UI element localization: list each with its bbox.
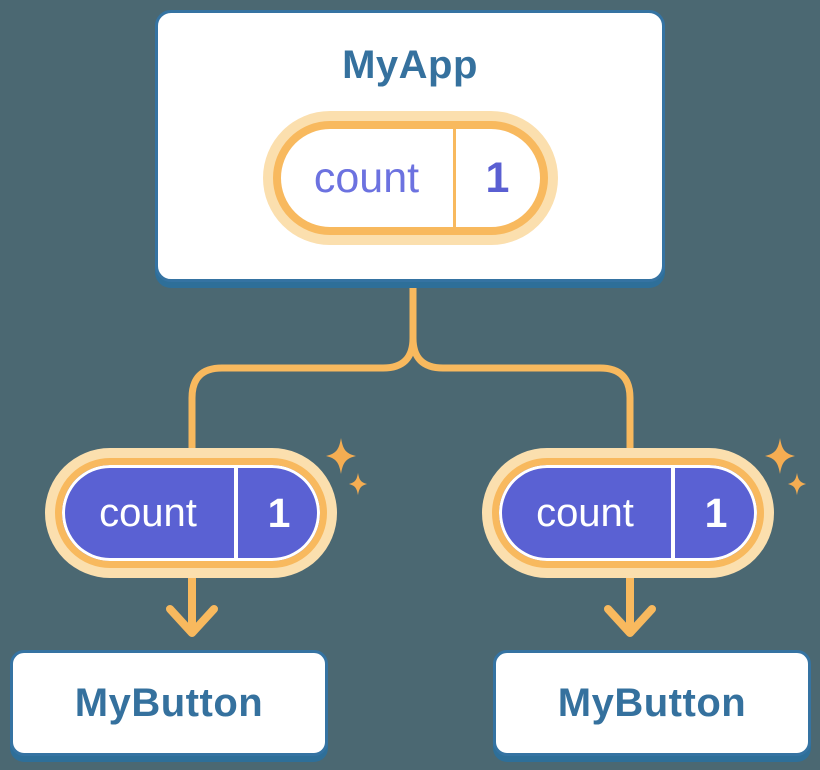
- component-node-mybutton-right: MyButton: [493, 650, 811, 756]
- state-pill-divider: [234, 465, 238, 561]
- component-node-mybutton-left: MyButton: [10, 650, 328, 756]
- sparkle-icon-right: [765, 438, 807, 496]
- state-pill-value-cell: 1: [456, 129, 540, 227]
- state-pill-label-cell: count: [499, 465, 671, 561]
- state-name: count: [99, 490, 197, 535]
- state-value: 1: [267, 489, 291, 536]
- state-pill-value-cell: 1: [675, 465, 757, 561]
- state-pill-left-child: count 1: [55, 458, 327, 568]
- component-title: MyButton: [74, 681, 264, 725]
- connector-branch-left: [188, 334, 417, 459]
- down-arrow-icon-left: [166, 574, 218, 637]
- down-arrow-icon-right: [604, 574, 656, 637]
- state-pill-right-child: count 1: [492, 458, 764, 568]
- state-pill-divider: [671, 465, 675, 561]
- state-pill-divider: [452, 129, 456, 227]
- state-pill-root: count 1: [272, 121, 548, 235]
- component-title: MyApp: [342, 43, 478, 87]
- state-pill-label-cell: count: [281, 129, 453, 227]
- state-pill-value-cell: 1: [238, 465, 320, 561]
- state-pill-label-cell: count: [62, 465, 234, 561]
- sparkle-icon-left: [326, 438, 368, 496]
- state-name: count: [536, 490, 634, 535]
- connector-branch-right: [409, 334, 634, 459]
- state-value: 1: [485, 153, 510, 202]
- component-title: MyButton: [557, 681, 747, 725]
- state-name: count: [313, 153, 420, 202]
- state-value: 1: [704, 489, 728, 536]
- component-node-myapp: MyApp count 1: [155, 10, 665, 282]
